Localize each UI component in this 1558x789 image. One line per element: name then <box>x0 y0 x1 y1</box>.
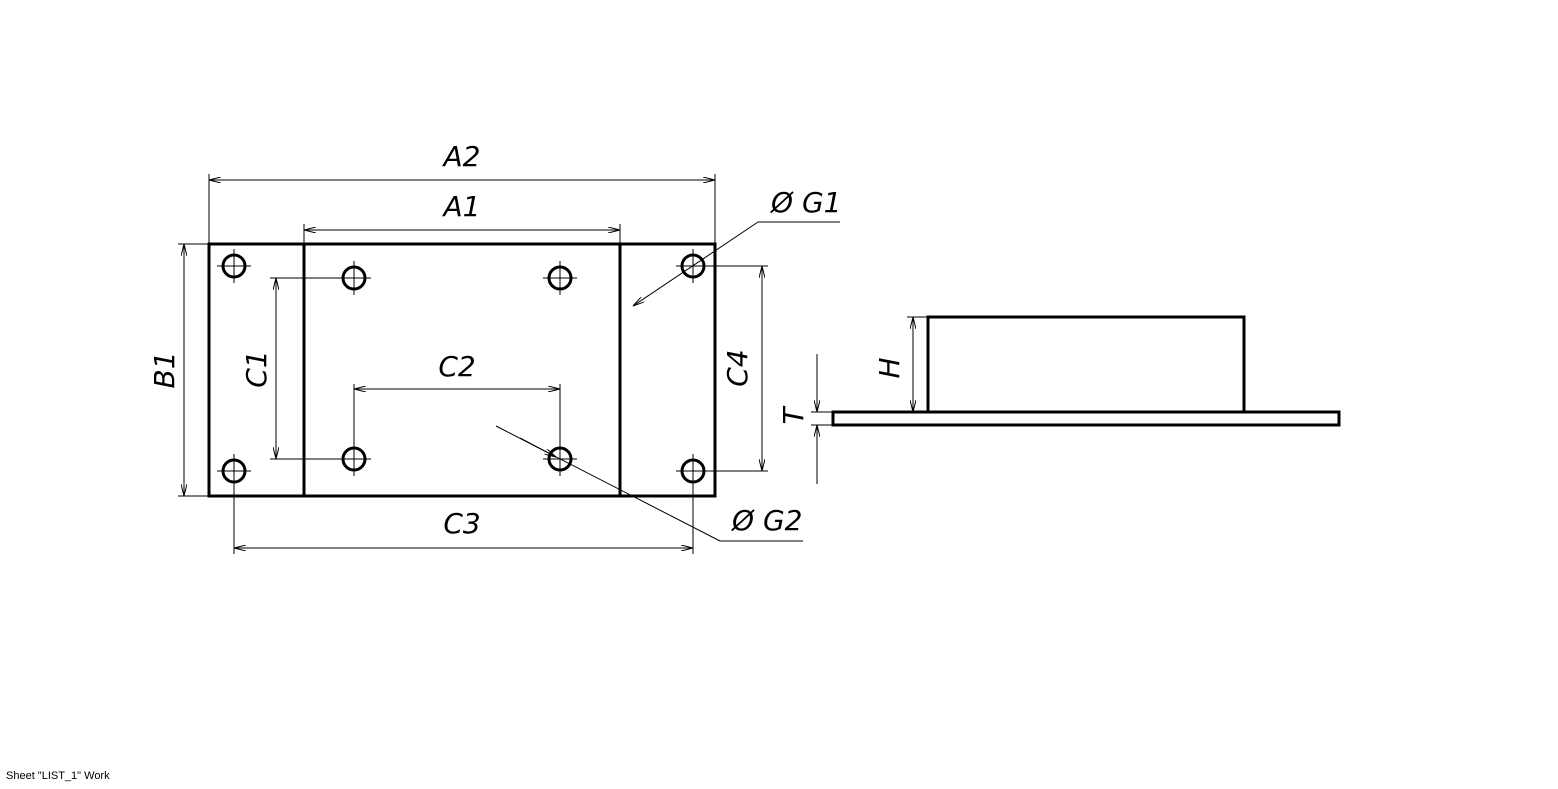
dimension-c1: C1 <box>240 277 354 460</box>
side-plate-outline <box>831 410 1341 427</box>
label-t: T <box>777 406 810 425</box>
label-g1: Ø G1 <box>770 186 841 219</box>
side-body-outline <box>926 315 1246 414</box>
dimension-t: T <box>777 354 833 484</box>
label-c2: C2 <box>438 350 475 383</box>
label-a2: A2 <box>442 140 481 173</box>
label-b1: B1 <box>148 351 181 388</box>
hole-g2-top-right <box>543 261 577 295</box>
plan-view: A2 A1 B1 C1 C2 <box>148 140 841 554</box>
dimension-c3: C3 <box>233 471 694 554</box>
label-g2: Ø G2 <box>731 504 802 537</box>
dimension-h: H <box>873 316 928 412</box>
label-a1: A1 <box>442 190 481 223</box>
dimension-c4: C4 <box>693 265 768 472</box>
label-c1: C1 <box>240 350 273 387</box>
label-h: H <box>873 357 906 378</box>
leader-g2: Ø G2 <box>495 425 803 542</box>
base-plate-outline <box>207 242 717 498</box>
hole-g1-top-left <box>217 249 251 283</box>
dimension-c2: C2 <box>353 350 561 459</box>
side-view: H T <box>777 315 1341 484</box>
label-c3: C3 <box>443 507 480 540</box>
label-c4: C4 <box>721 349 754 386</box>
leader-g1: Ø G1 <box>633 186 841 306</box>
status-bar-text: Sheet "LIST_1" Work <box>6 770 110 782</box>
dimension-a1: A1 <box>303 190 621 244</box>
dimension-a2: A2 <box>208 140 716 244</box>
dimension-b1: B1 <box>148 243 209 497</box>
